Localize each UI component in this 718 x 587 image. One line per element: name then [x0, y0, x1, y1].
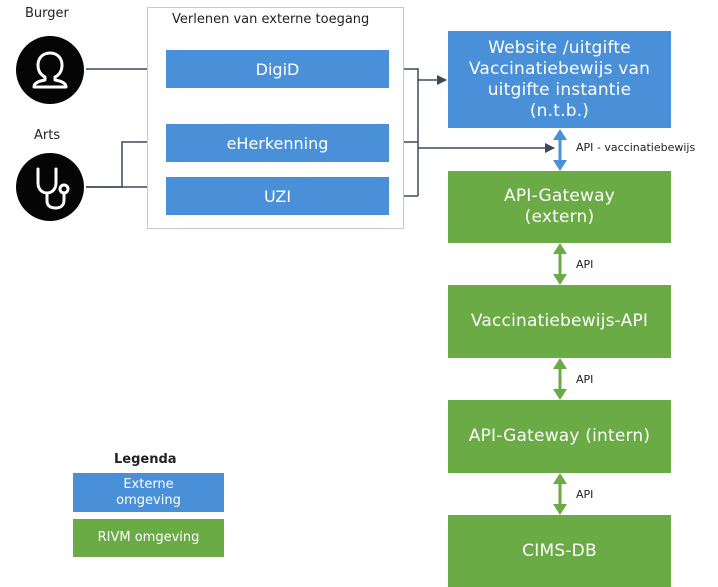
legend-extern: Externe omgeving — [73, 473, 224, 512]
api-label-1: API — [576, 258, 594, 271]
legend-title: Legenda — [114, 452, 177, 467]
api-gateway-intern-label: API-Gateway (intern) — [468, 426, 651, 446]
cims-db-box: CIMS-DB — [448, 515, 671, 587]
api-gateway-intern-box: API-Gateway (intern) — [448, 400, 671, 473]
eherkenning-label: eHerkenning — [226, 133, 329, 153]
vaccinatiebewijs-api-box: Vaccinatiebewijs-API — [448, 285, 671, 358]
api-gateway-extern-box: API-Gateway (extern) — [448, 171, 671, 243]
legend-extern-label: Externe omgeving — [116, 476, 181, 508]
uzi-box: UZI — [166, 177, 389, 215]
api-vaccinatiebewijs-label: API - vaccinatiebewijs — [576, 141, 696, 154]
digid-box: DigiD — [166, 50, 389, 88]
api-gateway-extern-label: API-Gateway (extern) — [504, 186, 615, 227]
person-icon — [16, 36, 84, 104]
api-label-3: API — [576, 488, 594, 501]
cims-db-label: CIMS-DB — [522, 540, 597, 561]
legend-rivm-label: RIVM omgeving — [97, 530, 200, 545]
eherkenning-box: eHerkenning — [166, 124, 389, 162]
digid-label: DigiD — [255, 59, 300, 79]
arts-label: Arts — [34, 128, 61, 143]
website-box: Website /uitgifte Vaccinatiebewijs van u… — [448, 31, 671, 128]
api-label-2: API — [576, 373, 594, 386]
access-group-title: Verlenen van externe toegang — [172, 12, 370, 27]
vaccinatiebewijs-api-label: Vaccinatiebewijs-API — [470, 311, 649, 331]
uzi-label: UZI — [263, 186, 292, 206]
legend-rivm: RIVM omgeving — [73, 519, 224, 557]
stethoscope-icon — [16, 153, 84, 221]
website-label: Website /uitgifte Vaccinatiebewijs van u… — [468, 37, 651, 121]
burger-label: Burger — [25, 6, 69, 21]
